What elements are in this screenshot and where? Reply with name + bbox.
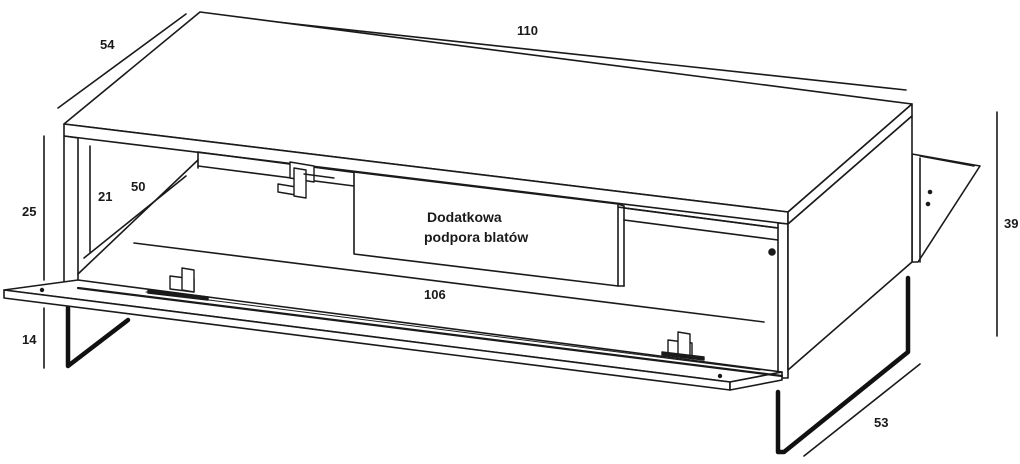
dim-label-110: 110 <box>517 23 538 38</box>
dim-label-21: 21 <box>98 189 113 204</box>
flap-hinge-right <box>661 331 705 361</box>
left-side-panel <box>63 135 79 287</box>
rear-hinge <box>277 161 335 199</box>
dim-line-106 <box>133 242 765 323</box>
dim-label-106: 106 <box>424 287 446 302</box>
dim-label-25: 25 <box>22 204 37 219</box>
dim-label-53: 53 <box>874 415 889 430</box>
callout-line-2: podpora blatów <box>424 229 529 245</box>
rear-panel <box>911 153 981 263</box>
dim-label-54: 54 <box>100 37 115 52</box>
dim-label-39: 39 <box>1004 216 1019 231</box>
support-panel-callout: Dodatkowa podpora blatów <box>424 207 528 247</box>
dim-line-50 <box>83 175 187 259</box>
right-leg-frame <box>775 275 911 455</box>
drop-flap-top <box>3 279 783 383</box>
dim-line-54 <box>57 13 187 109</box>
left-leg-frame <box>65 305 131 369</box>
callout-line-1: Dodatkowa <box>427 209 502 225</box>
right-outer-side <box>787 115 913 371</box>
right-side-panel <box>777 222 789 379</box>
dim-line-53 <box>803 363 921 457</box>
drop-flap-end <box>729 371 783 391</box>
flap-hinge-left <box>147 267 209 301</box>
dim-label-50: 50 <box>131 179 146 194</box>
interior-left-diagonal <box>77 159 199 275</box>
dim-label-14: 14 <box>22 332 37 347</box>
drop-flap-edge <box>3 289 731 391</box>
